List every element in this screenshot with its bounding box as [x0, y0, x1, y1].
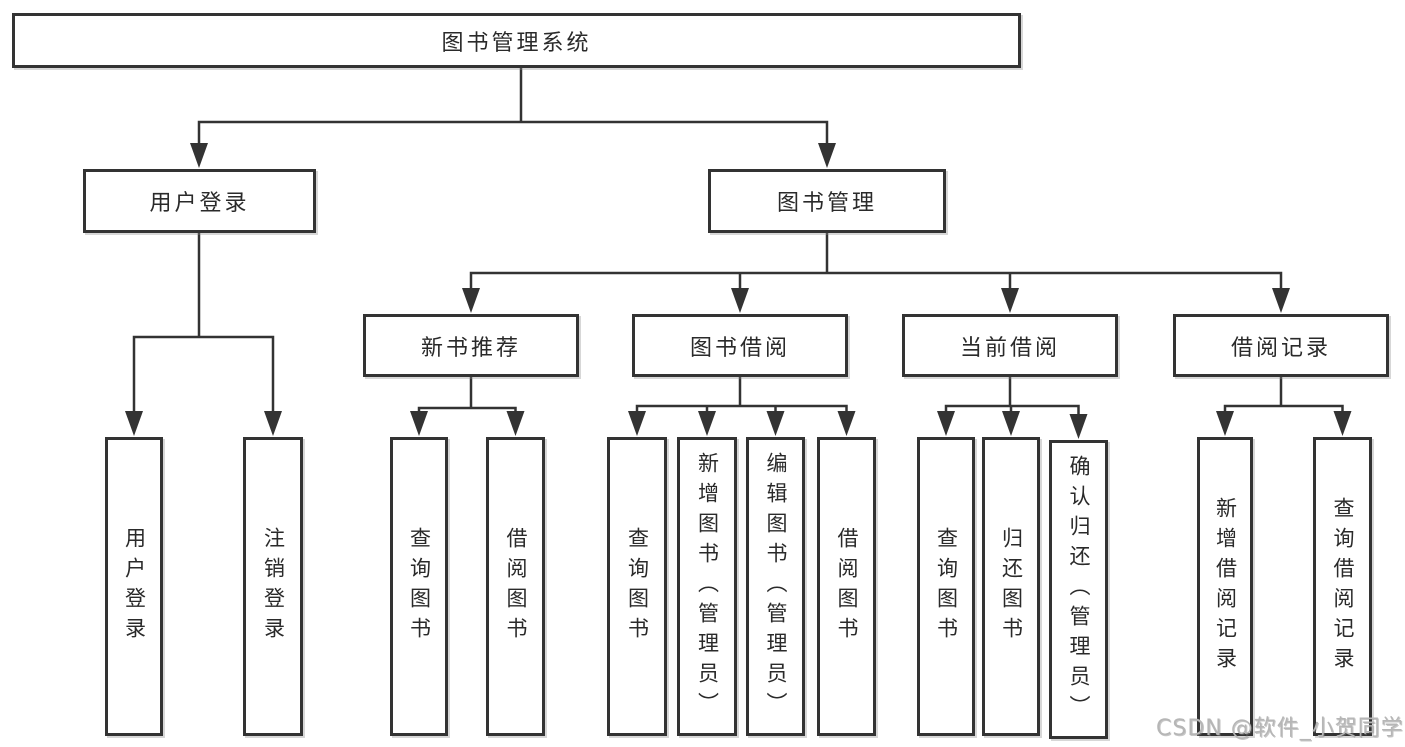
- connector-path: [132, 66, 1344, 418]
- node-user-login: 用户登录: [83, 169, 316, 233]
- node-new-book-recommend: 新书推荐: [363, 314, 579, 377]
- arrowhead-icons: [125, 143, 1352, 439]
- node-book-borrow: 图书借阅: [632, 314, 848, 377]
- node-book-management: 图书管理: [708, 169, 946, 233]
- leaf-add-book-admin-label: 新增图书（管理员）: [695, 451, 720, 722]
- leaf-query-books-current-label: 查询图书: [934, 526, 959, 647]
- node-borrow-records: 借阅记录: [1173, 314, 1389, 377]
- leaf-query-books-borrow: 查询图书: [607, 437, 667, 736]
- leaf-query-books-recommend: 查询图书: [390, 437, 448, 736]
- leaf-user-login: 用户登录: [105, 437, 163, 736]
- leaf-query-books-recommend-label: 查询图书: [407, 526, 432, 647]
- leaf-user-login-label: 用户登录: [122, 526, 147, 647]
- watermark: CSDN @软件_小贺同学: [1156, 716, 1404, 741]
- leaf-query-borrow-record-label: 查询借阅记录: [1331, 496, 1355, 677]
- leaf-return-book-label: 归还图书: [999, 526, 1024, 647]
- leaf-borrow-books-recommend: 借阅图书: [486, 437, 545, 736]
- leaf-edit-book-admin: 编辑图书（管理员）: [746, 437, 805, 736]
- leaf-add-borrow-record: 新增借阅记录: [1197, 437, 1253, 736]
- leaf-query-books-borrow-label: 查询图书: [625, 526, 650, 647]
- leaf-logout: 注销登录: [243, 437, 303, 736]
- leaf-return-book: 归还图书: [982, 437, 1040, 736]
- leaf-add-book-admin: 新增图书（管理员）: [677, 437, 737, 736]
- node-library-system: 图书管理系统: [12, 13, 1021, 68]
- leaf-query-borrow-record: 查询借阅记录: [1313, 437, 1372, 736]
- leaf-borrow-books-borrow-label: 借阅图书: [835, 526, 859, 647]
- leaf-edit-book-admin-label: 编辑图书（管理员）: [764, 451, 788, 722]
- leaf-confirm-return-admin-label: 确认归还（管理员）: [1067, 454, 1091, 725]
- leaf-query-books-current: 查询图书: [917, 437, 975, 736]
- node-current-borrow: 当前借阅: [902, 314, 1118, 377]
- leaf-add-borrow-record-label: 新增借阅记录: [1213, 496, 1238, 677]
- leaf-logout-label: 注销登录: [261, 526, 286, 647]
- leaf-confirm-return-admin: 确认归还（管理员）: [1049, 440, 1108, 739]
- leaf-borrow-books-recommend-label: 借阅图书: [504, 526, 528, 647]
- leaf-borrow-books-borrow: 借阅图书: [817, 437, 876, 736]
